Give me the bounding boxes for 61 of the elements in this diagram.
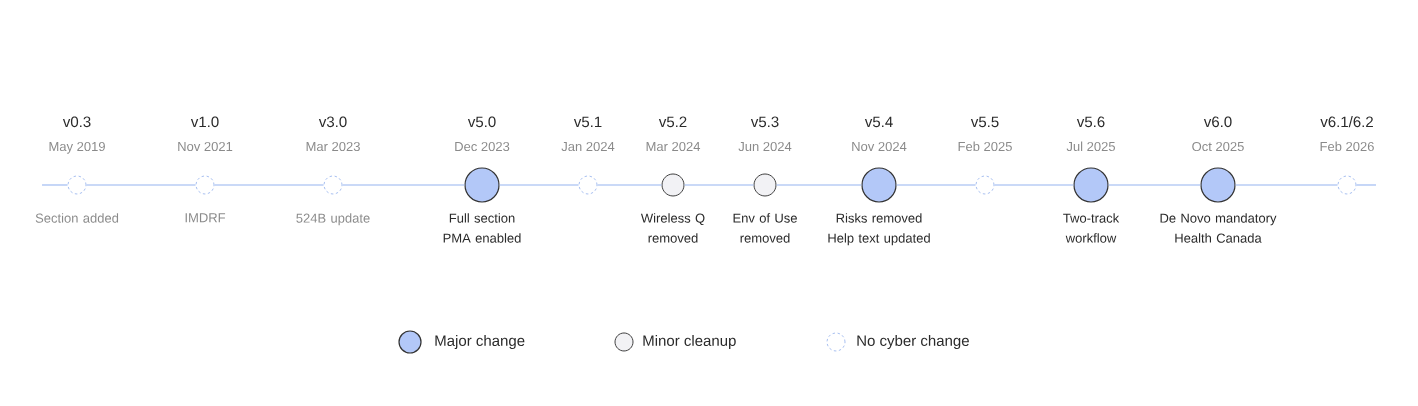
timeline-line <box>498 184 580 186</box>
timeline-line <box>596 184 663 186</box>
date-label: Mar 2023 <box>306 141 360 152</box>
timeline-line <box>41 184 69 186</box>
version-label: v5.1 <box>573 116 602 128</box>
no-change-marker <box>323 175 343 195</box>
no-change-marker <box>1337 175 1357 195</box>
timeline-line <box>775 184 863 186</box>
major-change-marker <box>1200 167 1236 203</box>
no-change-marker <box>975 175 995 195</box>
change-description: Full section PMA enabled <box>443 213 521 243</box>
date-label: Mar 2024 <box>646 141 701 152</box>
version-label: v5.5 <box>970 116 999 128</box>
change-description: Risks removed Help text updated <box>828 213 930 246</box>
date-label: Jul 2025 <box>1066 141 1115 152</box>
change-description: Env of Use removed <box>733 213 797 243</box>
date-label: Oct 2025 <box>1192 141 1244 152</box>
change-description: Two-track workflow <box>1063 213 1120 243</box>
change-description: Wireless Q removed <box>640 213 705 243</box>
legend-label: No cyber change <box>857 335 969 349</box>
major-change-marker <box>861 167 897 203</box>
version-label: v6.0 <box>1203 116 1232 128</box>
timeline-line <box>993 184 1075 186</box>
timeline-line <box>213 184 325 186</box>
timeline-line <box>895 184 977 186</box>
version-label: v5.6 <box>1076 116 1105 128</box>
change-description: Section added <box>35 213 119 223</box>
minor-change-marker <box>753 173 777 197</box>
date-label: Jan 2024 <box>561 141 615 152</box>
date-label: Jun 2024 <box>738 141 792 152</box>
no-change-marker <box>195 175 215 195</box>
timeline-line <box>1234 184 1339 186</box>
timeline-line <box>85 184 197 186</box>
legend-label: Major change <box>435 335 525 349</box>
timeline-line <box>683 184 755 186</box>
timeline-line <box>1107 184 1202 186</box>
major-change-marker <box>464 167 500 203</box>
no-change-marker <box>67 175 87 195</box>
date-label: May 2019 <box>49 141 105 154</box>
date-label: Nov 2024 <box>852 141 907 152</box>
version-label: v5.3 <box>750 116 779 128</box>
major-change-marker <box>1073 167 1109 203</box>
date-label: Dec 2023 <box>455 141 510 152</box>
version-label: v0.3 <box>62 116 91 128</box>
change-description: De Novo mandatory Health Canada <box>1160 213 1277 243</box>
version-label: v3.0 <box>318 116 347 128</box>
change-description: 524B update <box>296 213 370 226</box>
version-label: v5.2 <box>658 116 687 128</box>
change-description: IMDRF <box>185 213 226 223</box>
version-label: v5.0 <box>467 116 496 128</box>
date-label: Nov 2021 <box>178 141 233 152</box>
legend-label: Minor cleanup <box>643 335 736 349</box>
version-label: v1.0 <box>190 116 219 128</box>
version-label: v6.1/6.2 <box>1320 116 1373 128</box>
date-label: Feb 2026 <box>1320 141 1374 152</box>
timeline-line <box>341 184 466 186</box>
minor-change-marker <box>661 173 685 197</box>
timeline-line <box>1355 184 1377 186</box>
no-change-marker <box>578 175 598 195</box>
version-label: v5.4 <box>864 116 893 128</box>
date-label: Feb 2025 <box>958 141 1012 152</box>
